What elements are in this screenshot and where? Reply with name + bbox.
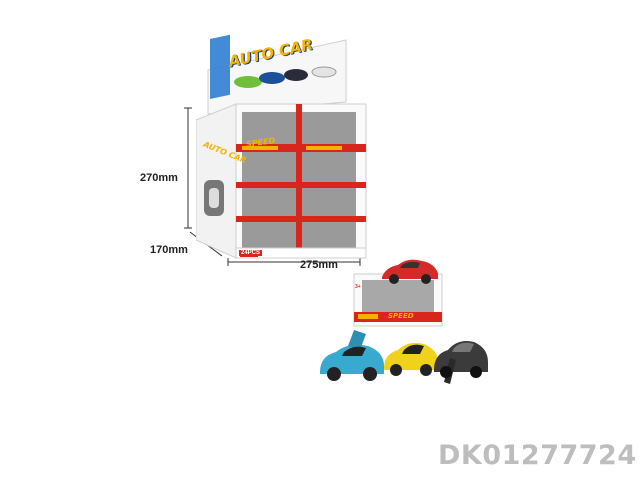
package-logo: SPEED (388, 312, 414, 320)
dimension-lines (184, 107, 361, 266)
blue-sports-car (320, 330, 384, 381)
sku-watermark: DK01277724 (438, 440, 637, 471)
count-badge: 24PCS (239, 250, 263, 256)
display-box (196, 34, 367, 259)
height-dimension-label: 270mm (140, 172, 178, 184)
package-age-label: 3+ (355, 284, 361, 290)
red-sports-car (382, 259, 438, 284)
yellow-sports-car (384, 342, 438, 376)
depth-dimension-label: 170mm (150, 244, 188, 256)
black-sports-car (434, 341, 488, 384)
single-package (353, 273, 443, 327)
